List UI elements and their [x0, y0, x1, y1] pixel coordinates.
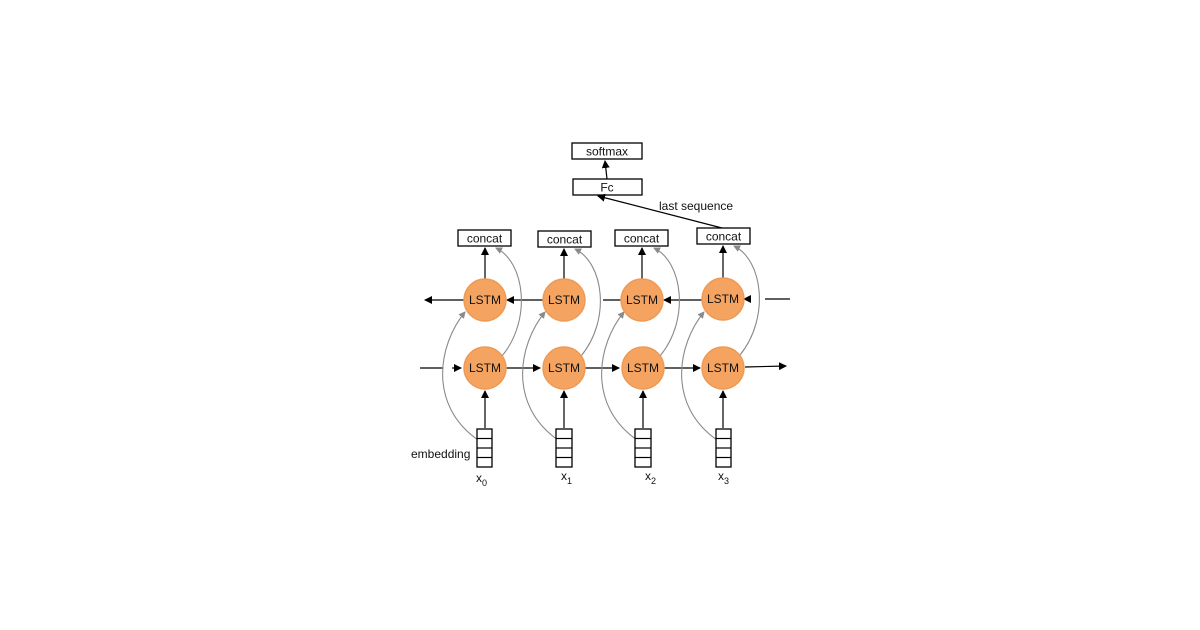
- concat-label-2: concat: [624, 232, 660, 246]
- lstm-label: LSTM: [548, 293, 580, 307]
- lstm-backward-3: LSTM: [701, 277, 745, 321]
- lstm-label: LSTM: [627, 361, 659, 375]
- lstm-label: LSTM: [707, 361, 739, 375]
- concat-label-1: concat: [547, 233, 583, 247]
- lstm-label: LSTM: [469, 361, 501, 375]
- lstm-label: LSTM: [626, 293, 658, 307]
- fc-to-softmax-arrow: [601, 160, 610, 180]
- lstm-label: LSTM: [469, 293, 501, 307]
- forward-outgoing-arrow: [744, 362, 787, 371]
- embedding-to-backward-curve-2: [601, 311, 638, 441]
- embedding-to-backward-curve-3: [681, 311, 718, 441]
- fc-node: Fc: [572, 178, 643, 196]
- forward-to-concat-curve-0: [495, 247, 522, 357]
- lstm-forward-2: LSTM: [621, 346, 665, 390]
- lstm-forward-3: LSTM: [701, 346, 745, 390]
- last-sequence-label: last sequence: [659, 199, 733, 213]
- lstm-label: LSTM: [707, 292, 739, 306]
- input-label-1: x1: [561, 469, 572, 486]
- lstm-forward-1: LSTM: [542, 346, 586, 390]
- concat-node-0: concat: [457, 229, 512, 247]
- embedding-vector-2: [634, 428, 652, 468]
- fc-label: Fc: [600, 181, 613, 195]
- softmax-label: softmax: [586, 145, 628, 159]
- concat-label-0: concat: [467, 232, 503, 246]
- input-label-0: x0: [476, 471, 487, 488]
- lstm-backward-0: LSTM: [463, 278, 507, 322]
- concat-node-3: concat: [696, 227, 751, 245]
- concat-node-2: concat: [614, 229, 669, 247]
- embedding-vector-3: [715, 428, 732, 468]
- input-label-3: x3: [718, 469, 729, 486]
- forward-to-concat-curve-2: [653, 247, 680, 357]
- embedding-label: embedding: [411, 447, 470, 461]
- last-sequence-arrow: [597, 193, 723, 229]
- concat-label-3: concat: [706, 230, 742, 244]
- softmax-node: softmax: [571, 142, 643, 160]
- embedding-to-backward-curve-1: [522, 311, 559, 441]
- lstm-forward-0: LSTM: [463, 346, 507, 390]
- lstm-label: LSTM: [548, 361, 580, 375]
- embedding-vector-0: [476, 428, 493, 468]
- forward-to-concat-curve-3: [733, 245, 760, 356]
- embedding-vector-1: [555, 428, 573, 468]
- lstm-backward-2: LSTM: [620, 278, 664, 322]
- input-label-2: x2: [645, 469, 656, 486]
- concat-node-1: concat: [537, 230, 592, 248]
- forward-to-concat-curve-1: [574, 248, 601, 357]
- embedding-to-backward-curve-0: [442, 311, 479, 441]
- lstm-backward-1: LSTM: [542, 278, 586, 322]
